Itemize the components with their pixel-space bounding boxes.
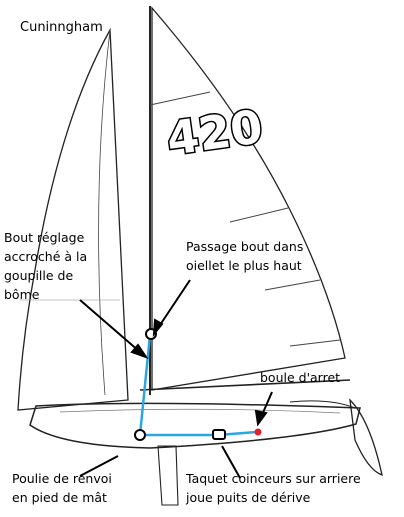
tiller [289,400,356,409]
sail-number: 420 [163,99,266,166]
cunningham-rope [138,334,257,437]
label-poulie-line: Poulie de renvoi [12,471,112,486]
arrow-passage [157,279,191,329]
label-passage: Passage bout dans oiellet le plus haut [186,237,303,275]
arrow-taquet [221,445,241,479]
label-bout-reglage-line: goupille de [4,268,74,283]
label-taquet-line: joue puits de dérive [186,490,311,505]
diagram-title: Cuninngham [20,20,103,35]
label-poulie-line: en pied de mât [12,490,107,505]
label-bout-reglage-line: bôme [4,287,40,302]
jib-sail [17,27,129,411]
hull-shear [59,408,341,414]
batten-4 [289,339,341,347]
arrowhead-boule [254,409,268,427]
pointer-arrows [79,279,273,479]
label-poulie: Poulie de renvoi en pied de mât [12,469,112,507]
label-taquet-line: Taquet coinceurs sur arriere [186,471,361,486]
label-passage-line: oiellet le plus haut [186,258,302,273]
label-bout-reglage-line: accroché à la [4,249,88,264]
arrow-bout-reglage [79,299,141,353]
arrowhead-passage [152,318,164,338]
label-taquet: Taquet coinceurs sur arriere joue puits … [186,469,361,507]
arrowhead-bout-reglage [130,343,149,359]
label-passage-line: Passage bout dans [186,239,304,254]
stopper-ball [254,428,262,436]
label-bout-reglage-line: Bout réglage [4,230,85,245]
cleat [212,429,226,440]
arrow-poulie [79,455,119,477]
rudder [349,398,383,477]
batten-3 [264,279,321,291]
label-bout-reglage: Bout réglage accroché à la goupille de b… [4,228,87,304]
hull [29,402,361,449]
main-sail [151,6,346,391]
arrow-boule [261,391,273,416]
batten-1 [149,91,211,106]
label-boule: boule d'arret [260,370,341,385]
mast-foot-block [134,429,146,441]
batten-2 [229,207,289,223]
centreboard [157,445,179,506]
jib-seam-line [98,29,111,396]
boom [139,379,351,391]
